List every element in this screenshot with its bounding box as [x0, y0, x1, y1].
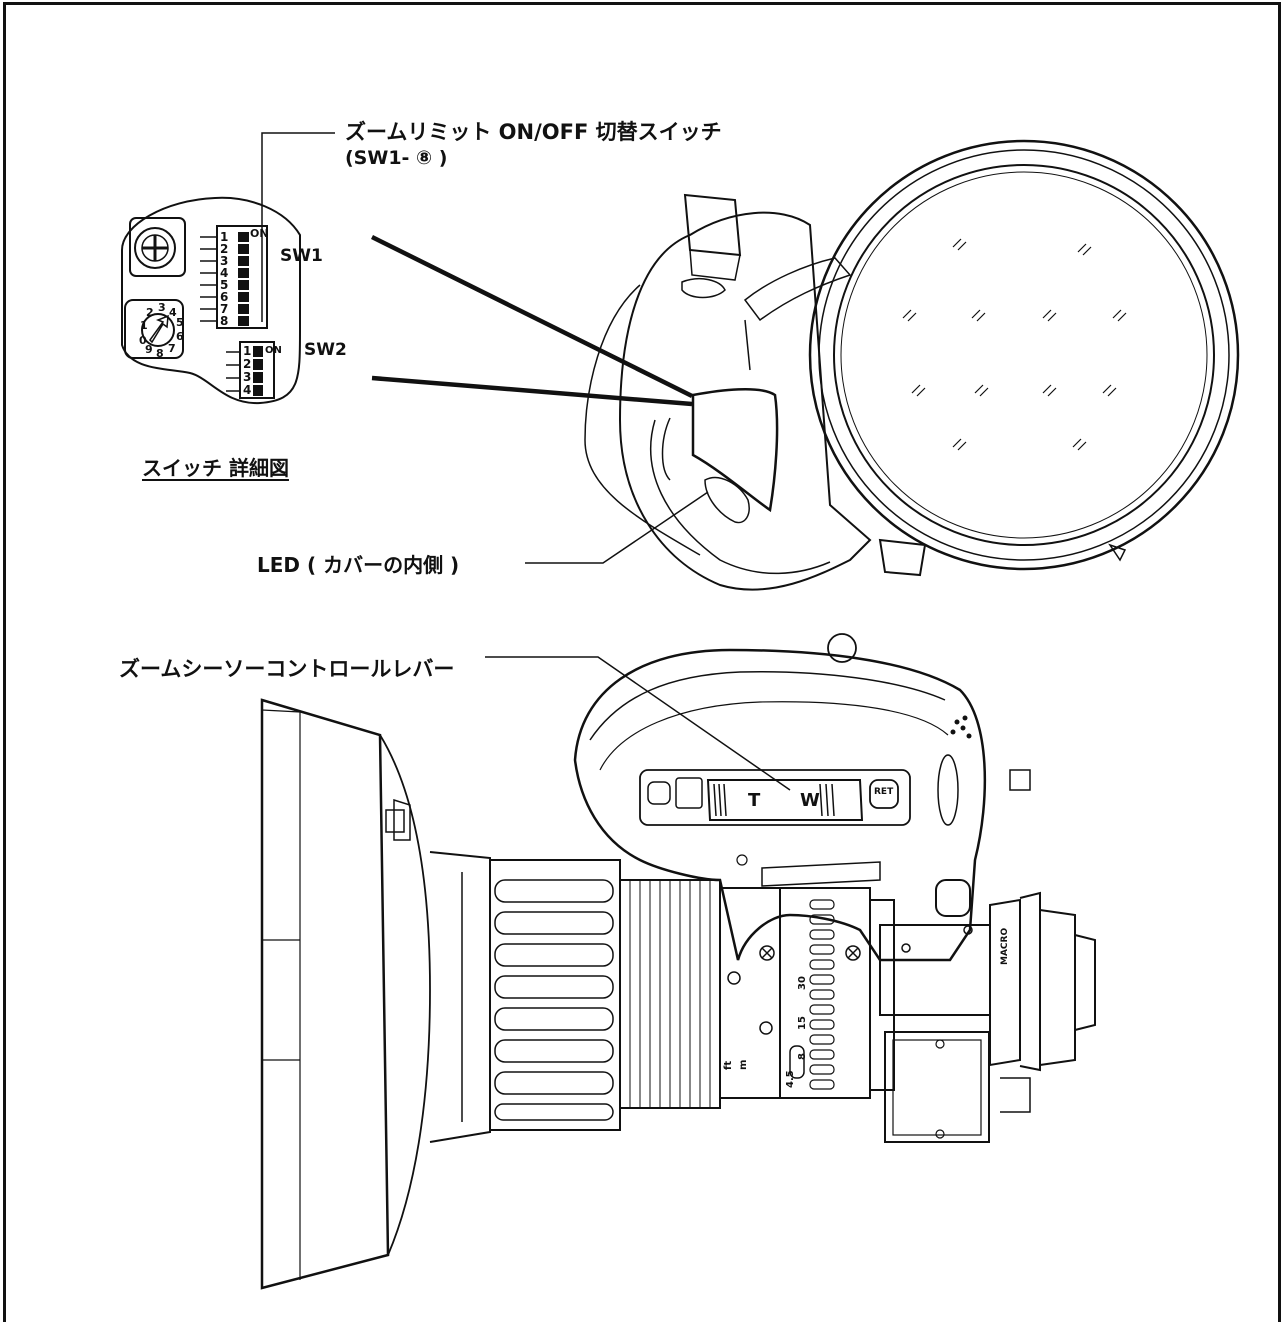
focus-scale-label: 15: [797, 1016, 808, 1030]
lens-side-view: [260, 633, 1096, 1290]
sw1-number: 4: [220, 266, 229, 280]
rotary-digit: 7: [168, 342, 176, 355]
sw2-number: 4: [243, 383, 252, 397]
lens-rear-view: [525, 139, 1240, 591]
focus-ring-ribs: [629, 880, 711, 1108]
distance-unit-m: m: [738, 1059, 749, 1070]
sw1-number: 6: [220, 290, 229, 304]
zoom-limit-switch-id: (SW1- ⑧ ): [345, 147, 448, 169]
sw2-label: SW2: [304, 340, 347, 360]
focus-scale-label: 8: [797, 1053, 808, 1060]
sw1-dip-switch: [200, 225, 268, 329]
distance-unit-ft: ft: [723, 1060, 734, 1070]
screws: [759, 945, 861, 961]
sw1-on-label: ON: [250, 227, 269, 240]
rotary-digit: 2: [146, 306, 154, 319]
rotary-digit: 5: [176, 316, 184, 329]
sw1-number: 1: [220, 230, 229, 244]
switch-detail-panel: [121, 132, 335, 405]
focus-scale-label: 4.5: [785, 1070, 796, 1088]
sw2-dip-switch: [226, 341, 275, 399]
lever-w-mark: W: [800, 790, 820, 811]
rotary-dial-numbered: [124, 299, 184, 359]
speaker-holes: [950, 715, 972, 739]
ret-button-mark: RET: [874, 787, 894, 797]
rotary-digit: 6: [176, 330, 184, 343]
sw1-number: 7: [220, 302, 229, 316]
focus-scale-ticks: [809, 899, 835, 1090]
pointer-line-lower: [371, 375, 693, 407]
rotary-digit: 1: [140, 319, 148, 332]
led-label: LED ( カバーの内側 ): [257, 553, 460, 577]
switch-detail-title: スイッチ 詳細図: [142, 456, 289, 480]
led-leader: [525, 491, 709, 564]
zoom-limit-switch-label: ズームリミット ON/OFF 切替スイッチ: [345, 120, 722, 144]
sw2-number: 1: [243, 344, 252, 358]
zoom-seesaw-lever-label: ズームシーソーコントロールレバー: [119, 657, 455, 681]
sw1-number: 3: [220, 254, 229, 268]
zoom-limit-leader: [261, 132, 335, 322]
sw2-on-label: ON: [265, 345, 282, 356]
seesaw-lever-ridges: [713, 783, 835, 817]
lever-t-mark: T: [748, 790, 761, 811]
lever-leader: [485, 656, 791, 791]
macro-mark: MACRO: [1000, 927, 1010, 965]
glass-reflection-marks: [902, 238, 1127, 451]
rotary-digit: 3: [158, 301, 166, 314]
sw2-number: 3: [243, 370, 252, 384]
sw1-number: 5: [220, 278, 229, 292]
pointer-line-upper: [370, 234, 694, 399]
sw2-number: 2: [243, 357, 252, 371]
figure-frame: [3, 2, 1281, 1322]
rotary-digit: 4: [169, 306, 177, 319]
rotary-digit: 9: [145, 343, 153, 356]
rotary-digit: 8: [156, 347, 164, 360]
zoom-ring-ribs: [494, 879, 614, 1121]
sw1-number: 2: [220, 242, 229, 256]
sw1-number: 8: [220, 314, 229, 328]
rotary-digit: 0: [139, 334, 147, 347]
sw1-label: SW1: [280, 246, 323, 266]
rotary-dial-cross: [129, 217, 186, 277]
focus-scale-label: 30: [797, 976, 808, 990]
